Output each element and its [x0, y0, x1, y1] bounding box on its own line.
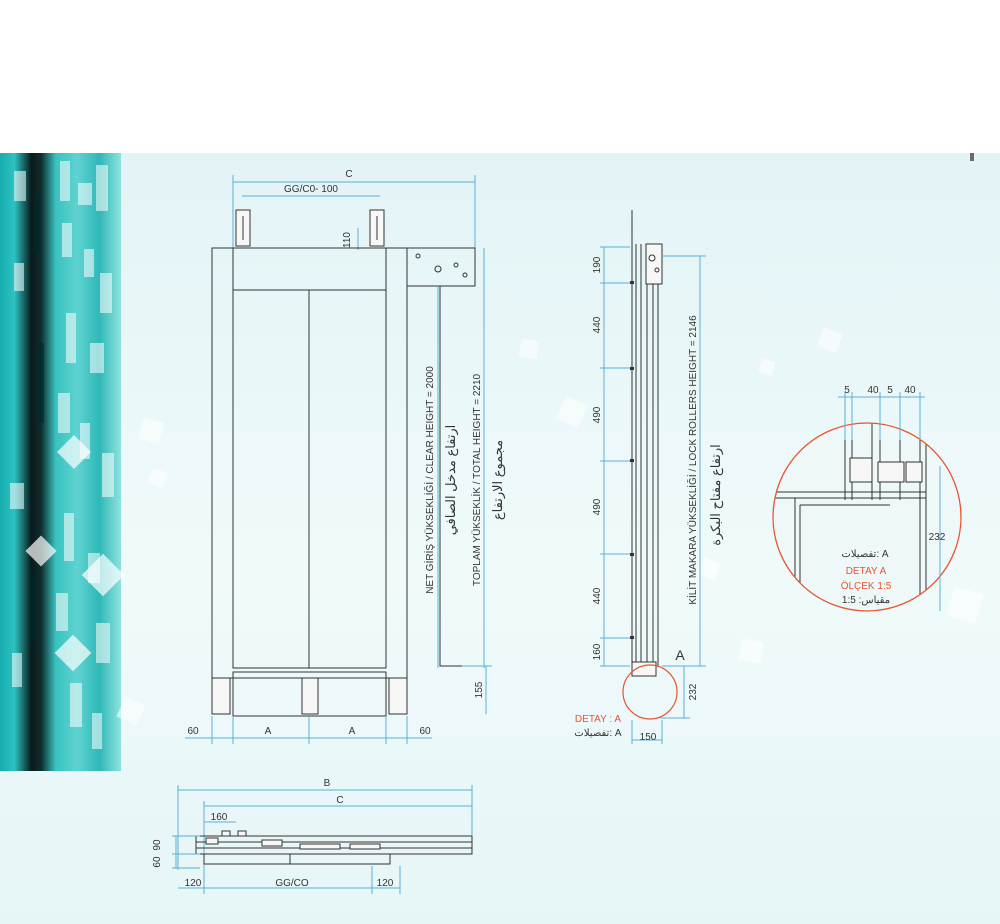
dim-a-left-label: A: [265, 726, 272, 737]
detail-a-label: DETAY : A: [575, 714, 621, 725]
header-panel: [232, 247, 387, 291]
plan-door-leaves: [203, 853, 391, 865]
side-dim-490-bottom: 490: [592, 498, 603, 515]
detail-dim-40-right: 40: [904, 385, 916, 396]
plan-dim-90: 90: [152, 839, 163, 851]
plan-dim-b: B: [324, 778, 331, 789]
side-dim-232: 232: [688, 683, 699, 700]
detail-dim-40-left: 40: [867, 385, 879, 396]
side-post-right: [439, 286, 462, 667]
decorative-mosaic-strip: [0, 153, 121, 771]
dim-110-label: 110: [342, 232, 353, 248]
side-view: 190 440 490 490 440 160 KİLİT MAKARA YÜK…: [574, 210, 724, 744]
top-margin: [0, 0, 1000, 153]
dim-60-left-label: 60: [187, 726, 199, 737]
plan-dim-160: 160: [211, 812, 228, 823]
detail-scale-arabic: مقياس: 1:5: [842, 595, 890, 606]
clear-height-arabic: ارتفاع مدخل الصافي: [443, 425, 459, 536]
dim-a-right-label: A: [349, 726, 356, 737]
sill-foot-2: [301, 677, 319, 715]
dim-c-label: C: [345, 169, 352, 180]
side-view-ticks: [630, 281, 634, 639]
background-squares: [116, 327, 984, 726]
detail-a-arabic: تفصيلات: A: [574, 728, 621, 739]
detail-a-circle: [772, 422, 962, 612]
total-height-label: TOPLAM YÜKSEKLİK / TOTAL HEIGHT = 2210: [470, 373, 483, 586]
detail-a-callout-circle: [622, 664, 678, 720]
clear-height-label: NET GİRİŞ YÜKSEKLİĞİ / CLEAR HEIGHT = 20…: [423, 366, 436, 594]
lock-rollers-height-arabic: ارتفاع مفتاح البكرة: [708, 444, 724, 546]
dim-gg-co-minus-100-label: GG/C0- 100: [284, 184, 338, 195]
detail-a-view: 5 40 5 40 232 تفصيلات: A DETAY A ÖLÇEK 1…: [772, 385, 962, 612]
side-dim-190: 190: [592, 256, 603, 273]
side-dim-490-top: 490: [592, 406, 603, 423]
front-view: C GG/C0- 100 110 155: [185, 169, 506, 744]
plan-dim-120-left: 120: [185, 878, 202, 889]
dim-155-label: 155: [474, 681, 485, 698]
sill-foot-3: [388, 677, 408, 715]
detail-dim-5-right: 5: [887, 385, 893, 396]
sill-foot-1: [211, 677, 231, 715]
corner-mark: [970, 153, 974, 161]
plan-dim-60: 60: [152, 856, 163, 868]
plan-dim-gg-co: GG/CO: [275, 878, 309, 889]
detail-scale: ÖLÇEK 1:5: [841, 580, 892, 592]
detail-a-marker: A: [675, 647, 685, 663]
dim-60-right-label: 60: [419, 726, 431, 737]
detail-arabic-title: تفصيلات: A: [841, 549, 888, 560]
plan-dim-120-right: 120: [377, 878, 394, 889]
background-diamonds: [25, 435, 125, 672]
side-dim-440-top: 440: [592, 316, 603, 333]
detail-dim-5-left: 5: [844, 385, 850, 396]
side-header-mechanism: [645, 243, 663, 285]
side-dim-440-bottom: 440: [592, 587, 603, 604]
detail-dim-232: 232: [929, 532, 946, 543]
plan-dim-c: C: [336, 795, 343, 806]
total-height-arabic: مجموع الارتفاع: [490, 440, 506, 520]
lock-rollers-height-label: KİLİT MAKARA YÜKSEKLİĞİ / LOCK ROLLERS H…: [686, 315, 699, 605]
detail-title: DETAY A: [846, 566, 887, 577]
plan-view: B C 160 90 60 120 GG/CO 120: [152, 778, 473, 894]
side-dim-160: 160: [592, 643, 603, 660]
door-mechanism-box: [406, 247, 476, 287]
side-dim-150: 150: [640, 732, 657, 743]
